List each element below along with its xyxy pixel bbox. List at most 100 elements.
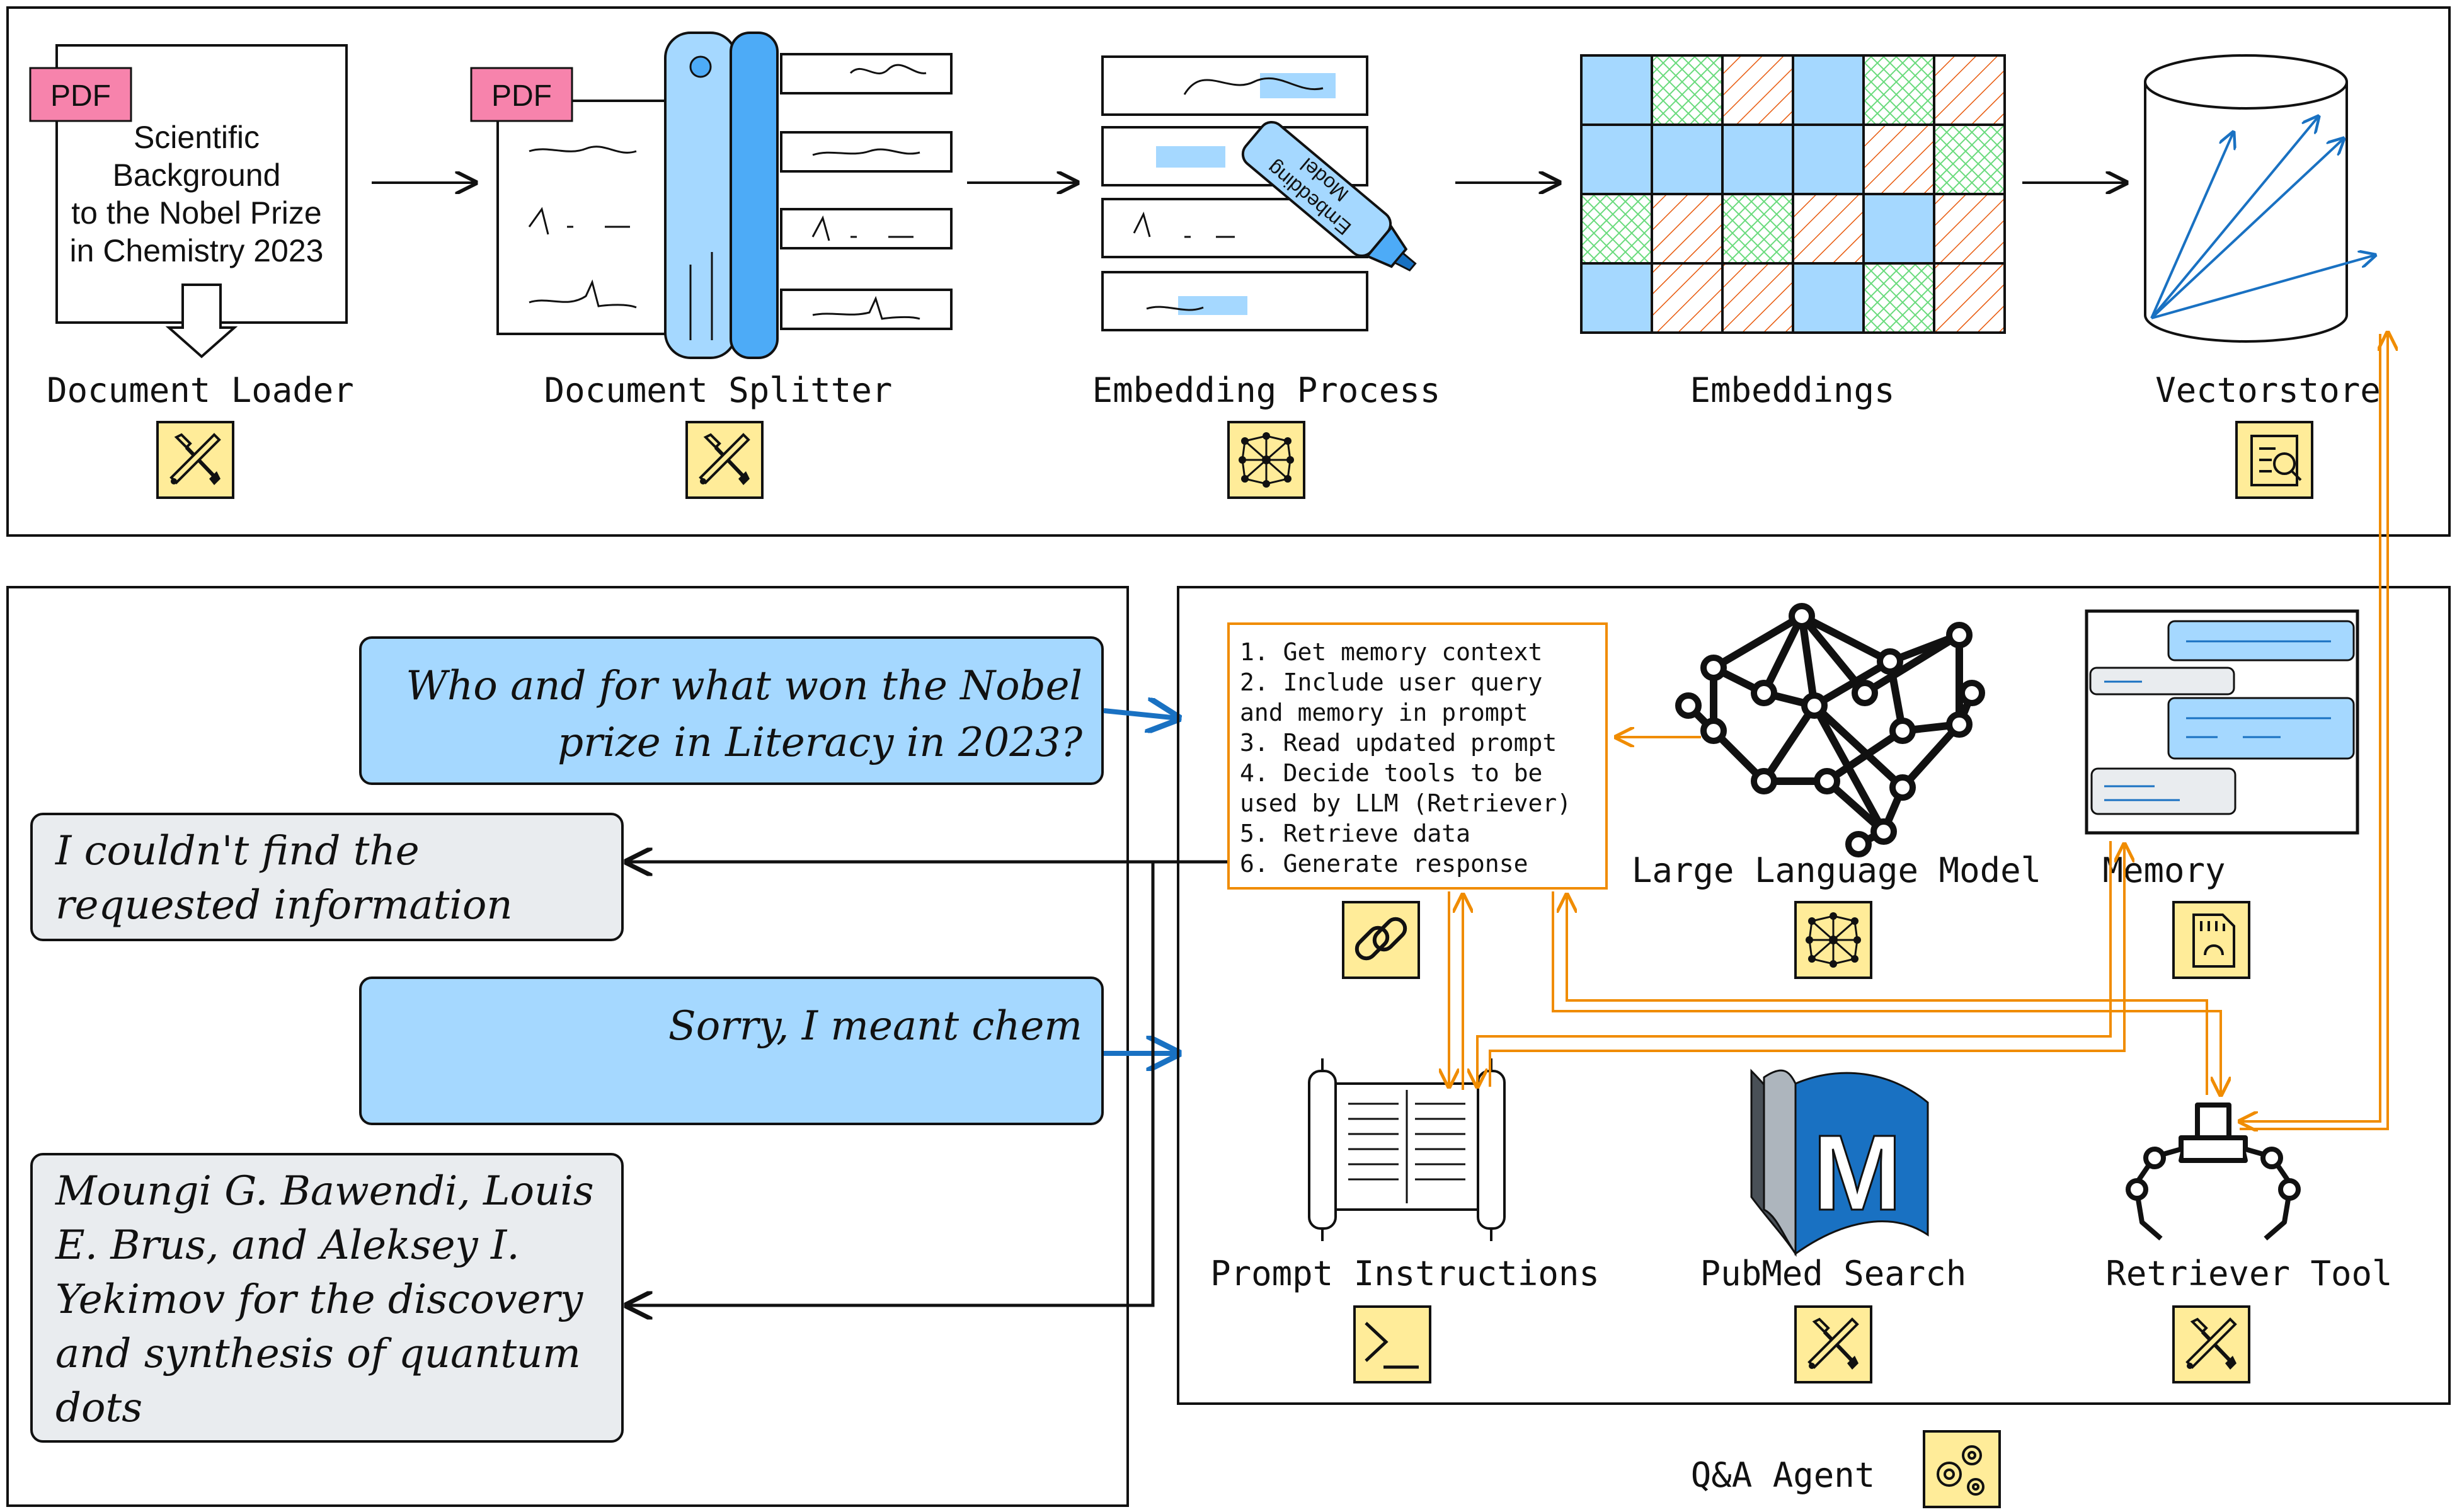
doc-text-line-1: Scientific [134, 120, 260, 155]
neural-net-icon [1804, 911, 1862, 969]
embedding-process[interactable]: Embedding Model Embedding Process [1092, 55, 1441, 499]
pipeline-panel [6, 6, 2451, 537]
splitter-slot [689, 252, 713, 340]
user-query-2-bubble[interactable]: Sorry, I meant chem [359, 976, 1104, 1125]
bot-reply-2-line-4: and synthesis of quantum [55, 1331, 581, 1377]
sd-card-icon [2192, 914, 2235, 968]
embedding-process-label: Embedding Process [1092, 370, 1441, 410]
document-loader[interactable]: PDF Scientific Background to the Nobel P… [29, 44, 354, 499]
step-line: 3. Read updated prompt [1240, 729, 1557, 757]
embedding-cell [1651, 193, 1724, 265]
embedding-cell [1651, 262, 1724, 334]
embedding-cell [1862, 193, 1935, 265]
embedding-cell [1792, 193, 1865, 265]
memory-bubble [2089, 667, 2235, 696]
step-line: used by LLM (Retriever) [1240, 789, 1571, 817]
memory-label: Memory [2102, 850, 2225, 890]
retriever-tool[interactable]: Retriever Tool [2105, 1102, 2393, 1383]
bot-reply-2-line-3: Yekimov for the discovery [55, 1276, 583, 1323]
bot-reply-2-line-5: dots [55, 1385, 142, 1431]
splitter-blade [664, 32, 737, 359]
embedding-cell [1933, 123, 2006, 195]
embedding-cell [1580, 54, 1653, 126]
chat-panel [6, 586, 1129, 1507]
pdf-badge-label: PDF [50, 79, 111, 113]
step-line: and memory in prompt [1240, 699, 1528, 726]
embeddings[interactable]: Embeddings [1580, 54, 2006, 410]
embedding-cell [1721, 193, 1794, 265]
large-language-model[interactable]: Large Language Model [1632, 603, 2041, 979]
user-query-1-line-1: Who and for what won the Nobel [406, 663, 1082, 709]
arrow-query-1-to-agent [1103, 711, 1178, 718]
doc-text-line-2: Background [113, 158, 281, 193]
memory[interactable]: Memory [2085, 609, 2359, 979]
pdf-badge [29, 67, 132, 122]
scribble [812, 148, 920, 156]
agent-steps-box[interactable]: 1. Get memory context 2. Include user qu… [1227, 622, 1608, 890]
document-splitter-label: Document Splitter [544, 370, 893, 410]
embedding-cell [1792, 123, 1865, 195]
bot-reply-2-line-1: Moungi G. Bawendi, Louis [55, 1168, 594, 1215]
terminal-icon-tile [1353, 1305, 1431, 1383]
embedding-cell [1792, 54, 1865, 126]
scribble [1133, 211, 1235, 238]
arrow-vectorstore-to-retriever [2240, 334, 2381, 1121]
embedding-cell [1862, 123, 1935, 195]
scribble [528, 207, 630, 235]
scribble [529, 146, 637, 154]
embedding-cell [1580, 262, 1653, 334]
embedding-cell [1933, 193, 2006, 265]
bot-reply-1-line-2: requested information [55, 882, 513, 929]
scribble [529, 279, 637, 309]
arrow-agent-to-reply-2 [627, 862, 1155, 1305]
scribble [811, 215, 914, 241]
vector [2150, 132, 2233, 319]
step-line: 1. Get memory context [1240, 638, 1542, 666]
scribble [1183, 77, 1324, 95]
embedding-cell [1580, 193, 1653, 265]
step-line: 6. Generate response [1240, 850, 1528, 878]
embedding-cell [1721, 262, 1794, 334]
down-arrow-icon [165, 284, 238, 358]
doc-text-line-3: to the Nobel Prize [71, 195, 321, 231]
splitter-blade-side [730, 32, 779, 359]
user-query-1-line-2: prize in Literacy in 2023? [558, 719, 1083, 766]
bot-reply-1-bubble[interactable]: I couldn't find the requested informatio… [30, 813, 624, 941]
vector [2150, 117, 2318, 319]
scribble [1146, 306, 1204, 311]
user-query-1-bubble[interactable]: Who and for what won the Nobel prize in … [359, 636, 1104, 785]
vectorstore[interactable]: Vectorstore [2144, 54, 2381, 499]
pubmed-search[interactable]: M PubMed Search [1700, 1068, 1967, 1383]
vector [2151, 255, 2375, 319]
vectorstore-label: Vectorstore [2155, 370, 2381, 410]
scroll-graphic [1308, 1058, 1506, 1241]
embedding-cell [1721, 123, 1794, 195]
robotic-claw-graphic [2126, 1102, 2301, 1241]
llm-label: Large Language Model [1632, 850, 2041, 890]
splitter-knob [689, 55, 712, 78]
orange-connectors [1449, 333, 2388, 1129]
embedding-cell [1792, 262, 1865, 334]
step-line: 4. Decide tools to be [1240, 759, 1542, 787]
embedding-grid [1580, 54, 2006, 334]
document-splitter[interactable]: PDF Document Splitter [470, 32, 953, 499]
chain-link-icon-tile [1342, 901, 1420, 979]
qa-agent[interactable]: Q&A Agent [1691, 1430, 2001, 1508]
chain-link-icon [1354, 917, 1407, 961]
bot-reply-2-bubble[interactable]: Moungi G. Bawendi, Louis E. Brus, and Al… [30, 1153, 624, 1443]
retriever-label: Retriever Tool [2105, 1254, 2392, 1293]
embedding-cell [1933, 54, 2006, 126]
qa-agent-label: Q&A Agent [1691, 1455, 1876, 1495]
split-chunks [780, 53, 953, 330]
memory-bubble [2167, 697, 2355, 760]
memory-bubble [2090, 767, 2236, 815]
prompt-instructions[interactable]: Prompt Instructions [1210, 1058, 1600, 1383]
embedding-cell [1651, 54, 1724, 126]
terminal-icon [1365, 1322, 1419, 1369]
gears-icon [1937, 1445, 1984, 1496]
arrow-steps-to-retriever [1552, 891, 2221, 1095]
arrow-retriever-to-steps [1567, 895, 2208, 1095]
pubmed-logo-book-page [1763, 1069, 1797, 1257]
vectorstore-cylinder [2144, 82, 2348, 343]
